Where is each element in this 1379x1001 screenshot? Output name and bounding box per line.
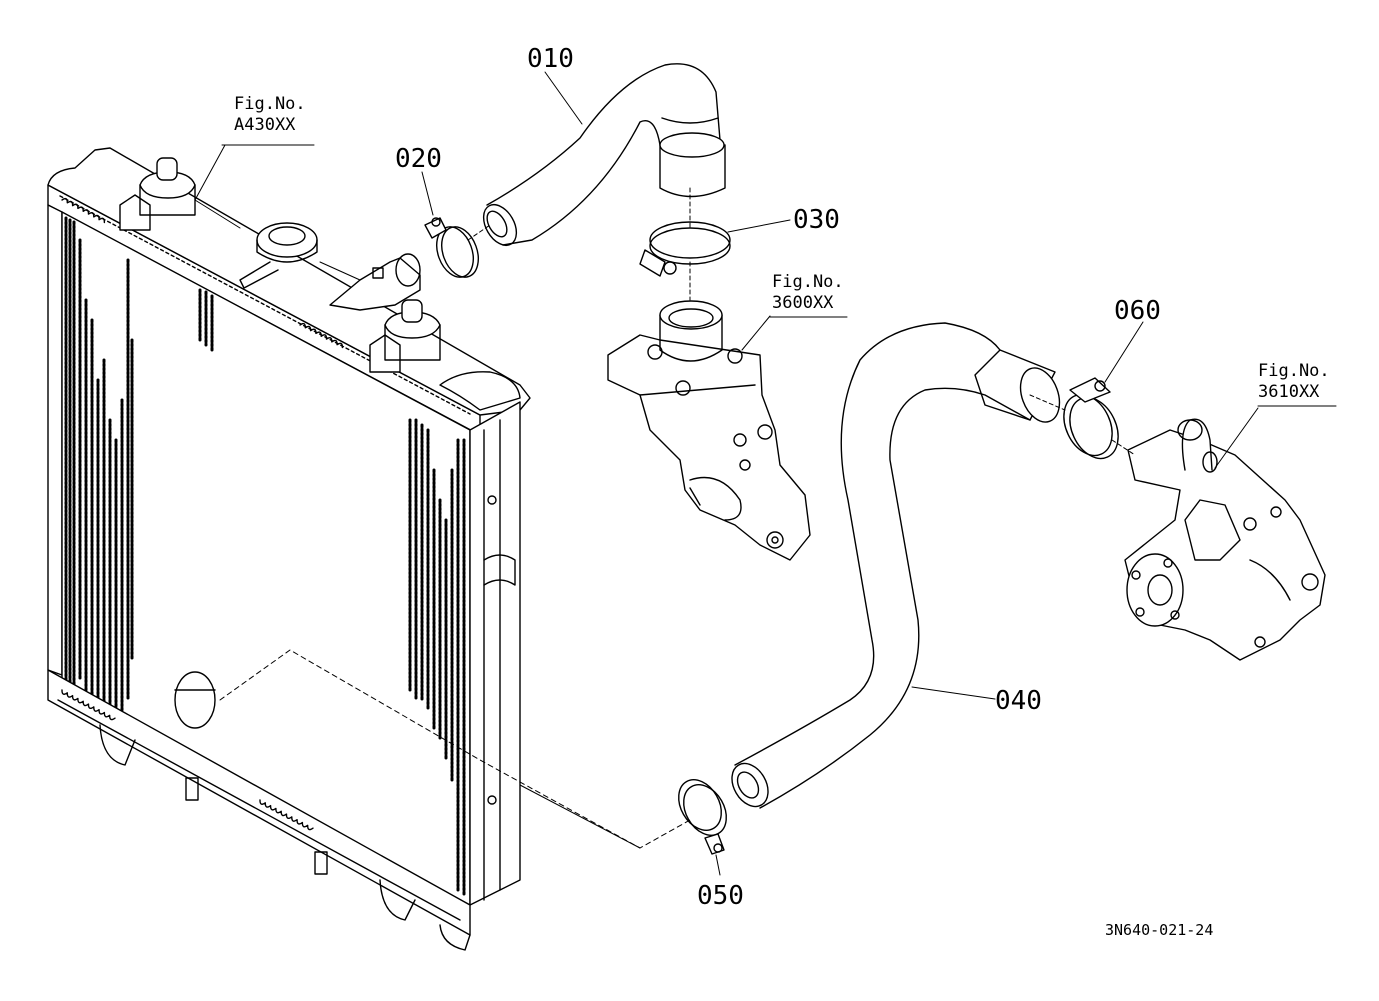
- figure-ref-a430xx: Fig.No. A430XX: [234, 94, 306, 136]
- water-pump: [1124, 418, 1326, 661]
- drawing-code: 3N640-021-24: [1105, 921, 1214, 939]
- figure-ref-caption: Fig.No.: [1258, 361, 1330, 381]
- lower-hose-040: [731, 322, 1061, 809]
- hose-clamp-060: [1063, 377, 1119, 460]
- hose-clamp-050: [678, 779, 727, 855]
- radiator-assembly: [47, 147, 531, 951]
- hose-clamp-020: [424, 217, 479, 278]
- figure-ref-3600xx: Fig.No. 3600XX: [772, 272, 844, 314]
- part-label-030: 030: [793, 205, 840, 235]
- part-label-050: 050: [697, 881, 744, 911]
- part-label-040: 040: [995, 686, 1042, 716]
- leader-lines: [194, 71, 1337, 876]
- part-label-020: 020: [395, 144, 442, 174]
- hose-clamp-030: [639, 221, 731, 277]
- part-label-060: 060: [1114, 296, 1161, 326]
- figure-ref-number: 3610XX: [1258, 382, 1320, 402]
- upper-hose-010: [482, 63, 726, 246]
- figure-ref-3610xx: Fig.No. 3610XX: [1258, 361, 1330, 403]
- part-label-010: 010: [527, 44, 574, 74]
- figure-ref-caption: Fig.No.: [772, 272, 844, 292]
- figure-ref-number: 3600XX: [772, 293, 834, 313]
- figure-ref-caption: Fig.No.: [234, 94, 306, 114]
- figure-ref-number: A430XX: [234, 115, 296, 135]
- thermostat-housing: [607, 300, 811, 561]
